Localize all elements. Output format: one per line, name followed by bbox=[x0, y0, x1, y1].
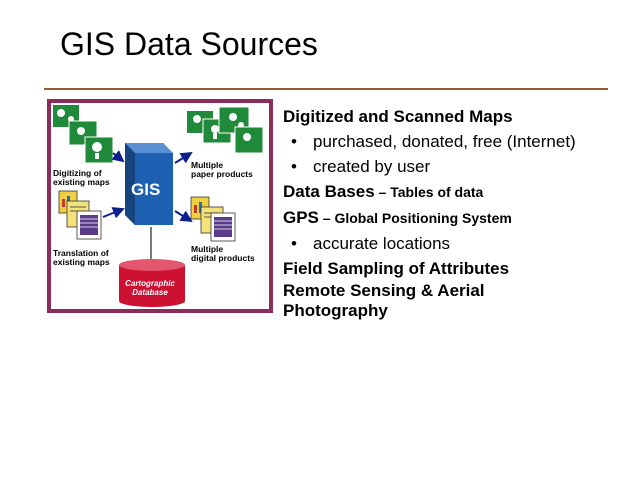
gis-box-label: GIS bbox=[131, 180, 161, 199]
bullet-icon: • bbox=[291, 157, 297, 176]
source-label: Remote Sensing & Aerial Photography bbox=[283, 281, 485, 320]
source-description: – Global Positioning System bbox=[318, 210, 512, 226]
arrow-paper bbox=[174, 151, 193, 164]
source-label: Field Sampling of Attributes bbox=[283, 259, 510, 278]
source-label: GPS bbox=[283, 208, 319, 227]
diagram-graphic bbox=[53, 105, 264, 307]
sub-item-text: created by user bbox=[313, 157, 431, 176]
sub-item-text: accurate locations bbox=[313, 234, 451, 253]
bullet-icon: • bbox=[291, 234, 297, 253]
gis-box bbox=[125, 143, 173, 225]
input-document-3 bbox=[76, 210, 102, 240]
database-cylinder bbox=[119, 259, 185, 307]
label-digital-products: Multiple digital products bbox=[191, 244, 255, 263]
label-paper-products: Multiple paper products bbox=[191, 160, 253, 179]
sources-list: Digitized and Scanned Maps • purchased, d… bbox=[283, 104, 633, 323]
label-translation: Translation of existing maps bbox=[53, 248, 110, 267]
source-label: Data Bases bbox=[283, 182, 375, 201]
source-label: Digitized and Scanned Maps bbox=[283, 107, 513, 126]
sub-item-accurate: • accurate locations bbox=[283, 231, 633, 256]
bullet-icon: • bbox=[291, 132, 297, 151]
source-description: – Tables of data bbox=[374, 184, 484, 200]
sub-item-purchased: • purchased, donated, free (Internet) bbox=[283, 129, 633, 154]
source-gps: GPS – Global Positioning System bbox=[283, 205, 633, 231]
label-digitizing: Digitizing of existing maps bbox=[53, 168, 110, 187]
output-map-4 bbox=[234, 126, 264, 154]
arrow-translate bbox=[102, 207, 125, 219]
database-label: Cartographic Database bbox=[125, 279, 175, 297]
output-document-3 bbox=[210, 212, 236, 242]
slide-title: GIS Data Sources bbox=[60, 26, 318, 62]
source-remote-sensing: Remote Sensing & Aerial Photography bbox=[283, 281, 533, 321]
arrow-digitize bbox=[111, 150, 125, 163]
gis-diagram: Digitizing of existing maps Translation … bbox=[47, 99, 273, 313]
sub-item-created: • created by user bbox=[283, 154, 633, 179]
sub-item-text: purchased, donated, free (Internet) bbox=[313, 132, 576, 151]
arrow-digital bbox=[174, 210, 193, 223]
source-digitized-scanned-maps: Digitized and Scanned Maps bbox=[283, 104, 633, 129]
source-field-sampling: Field Sampling of Attributes bbox=[283, 256, 633, 281]
title-divider bbox=[44, 88, 608, 90]
input-map-3 bbox=[84, 136, 114, 164]
source-data-bases: Data Bases – Tables of data bbox=[283, 179, 633, 205]
